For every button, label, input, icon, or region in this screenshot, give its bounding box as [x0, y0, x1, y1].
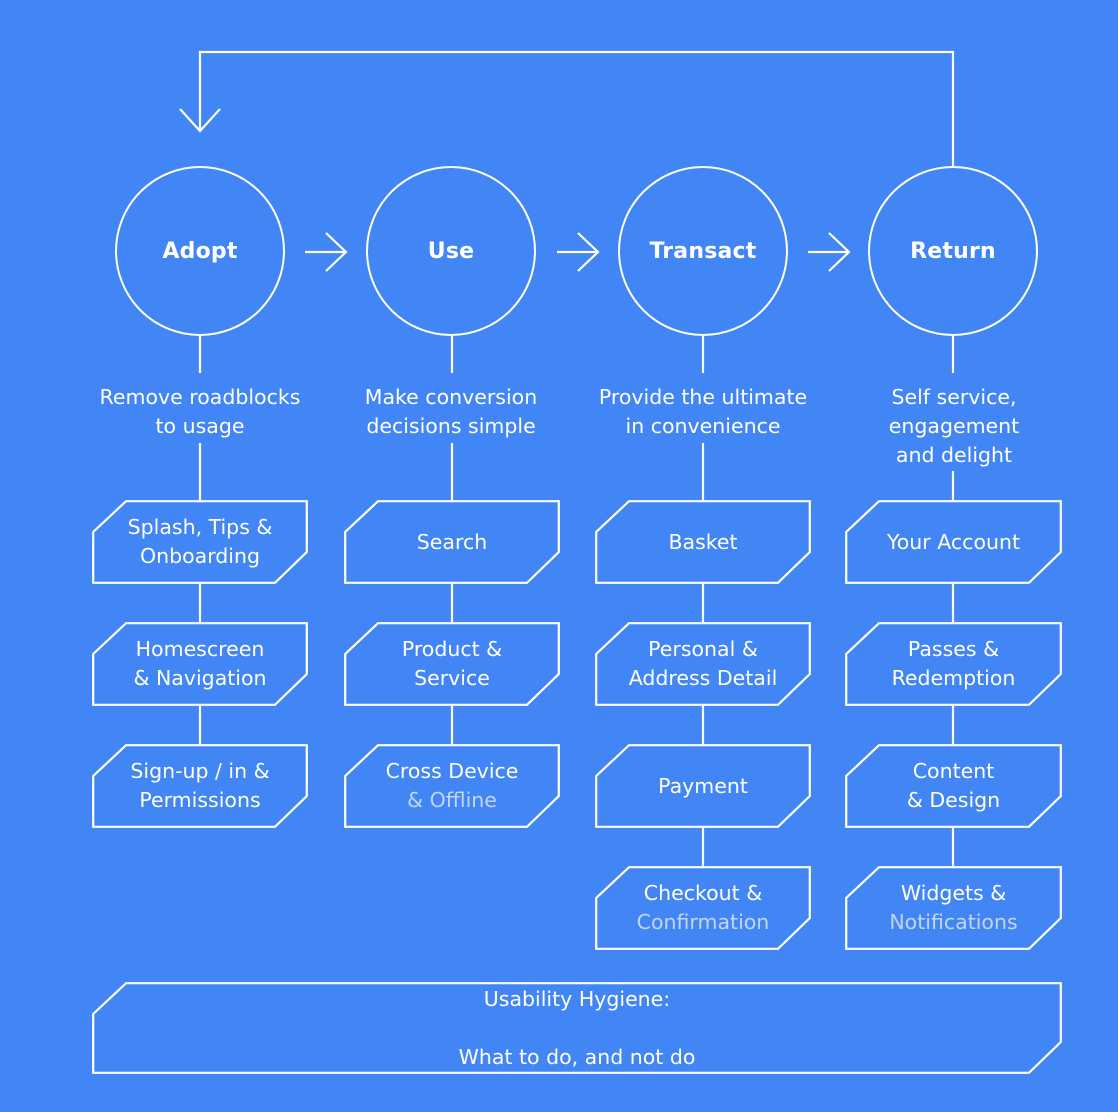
item-box[interactable]: Your Account [845, 500, 1062, 584]
usability-hygiene-bar[interactable]: Usability Hygiene: What to do, and not d… [92, 982, 1062, 1074]
stage-circle-adopt[interactable]: Adopt [115, 166, 285, 336]
stage-circle-return[interactable]: Return [868, 166, 1038, 336]
item-box[interactable]: Splash, Tips & Onboarding [92, 500, 308, 584]
item-label: Passes & Redemption [891, 637, 1016, 690]
stage-label-adopt: Adopt [162, 238, 238, 264]
item-box[interactable]: Basket [595, 500, 811, 584]
stage-label-transact: Transact [649, 238, 757, 264]
item-box[interactable]: Content & Design [845, 744, 1062, 828]
item-label-dim: Confirmation [636, 910, 770, 934]
item-label: Personal & Address Detail [628, 637, 778, 690]
stage-label-return: Return [910, 238, 996, 264]
item-label-dim: & Offline [407, 788, 497, 812]
column-description-transact: Provide the ultimate in convenience [598, 385, 808, 438]
item-label: Checkout & Confirmation [623, 879, 784, 937]
item-box[interactable]: Payment [595, 744, 811, 828]
item-label: Cross Device & Offline [372, 757, 533, 815]
return-loop-arrowhead [179, 108, 221, 133]
arrow-right-icon-use-to-transact [557, 232, 600, 272]
item-box[interactable]: Checkout & Confirmation [595, 866, 811, 950]
stage-label-use: Use [427, 238, 475, 264]
item-box[interactable]: Search [344, 500, 560, 584]
item-box[interactable]: Widgets & Notifications [845, 866, 1062, 950]
item-label: Sign-up / in & Permissions [130, 759, 270, 812]
item-label-main: Widgets & [900, 881, 1007, 905]
item-label-main: Cross Device [385, 759, 519, 783]
item-label: Homescreen & Navigation [133, 637, 267, 690]
column-description-return: Self service, engagement and delight [888, 385, 1020, 467]
item-box[interactable]: Personal & Address Detail [595, 622, 811, 706]
item-label: Search [416, 529, 488, 554]
usability-hygiene-text: Usability Hygiene: What to do, and not d… [459, 956, 696, 1101]
item-label: Widgets & Notifications [875, 879, 1031, 937]
stage-circle-use[interactable]: Use [366, 166, 536, 336]
arrow-right-icon-transact-to-return [808, 232, 851, 272]
usability-hygiene-line2: What to do, and not do [458, 1044, 696, 1069]
item-label: Your Account [886, 529, 1021, 554]
return-loop-path [198, 50, 955, 166]
arrow-right-icon-adopt-to-use [305, 232, 348, 272]
item-box[interactable]: Passes & Redemption [845, 622, 1062, 706]
item-box[interactable]: Cross Device & Offline [344, 744, 560, 828]
column-description-adopt: Remove roadblocks to usage [99, 385, 301, 438]
item-label: Basket [668, 529, 738, 554]
usability-hygiene-line1: Usability Hygiene: [483, 986, 671, 1011]
item-label: Payment [658, 773, 748, 798]
item-box[interactable]: Homescreen & Navigation [92, 622, 308, 706]
column-description-use: Make conversion decisions simple [364, 385, 538, 438]
item-label: Product & Service [401, 637, 503, 690]
item-label-main: Checkout & [643, 881, 763, 905]
item-label: Content & Design [906, 759, 1001, 812]
item-box[interactable]: Sign-up / in & Permissions [92, 744, 308, 828]
item-box[interactable]: Product & Service [344, 622, 560, 706]
item-label: Splash, Tips & Onboarding [127, 515, 273, 568]
item-label-dim: Notifications [889, 910, 1018, 934]
stage-circle-transact[interactable]: Transact [618, 166, 788, 336]
